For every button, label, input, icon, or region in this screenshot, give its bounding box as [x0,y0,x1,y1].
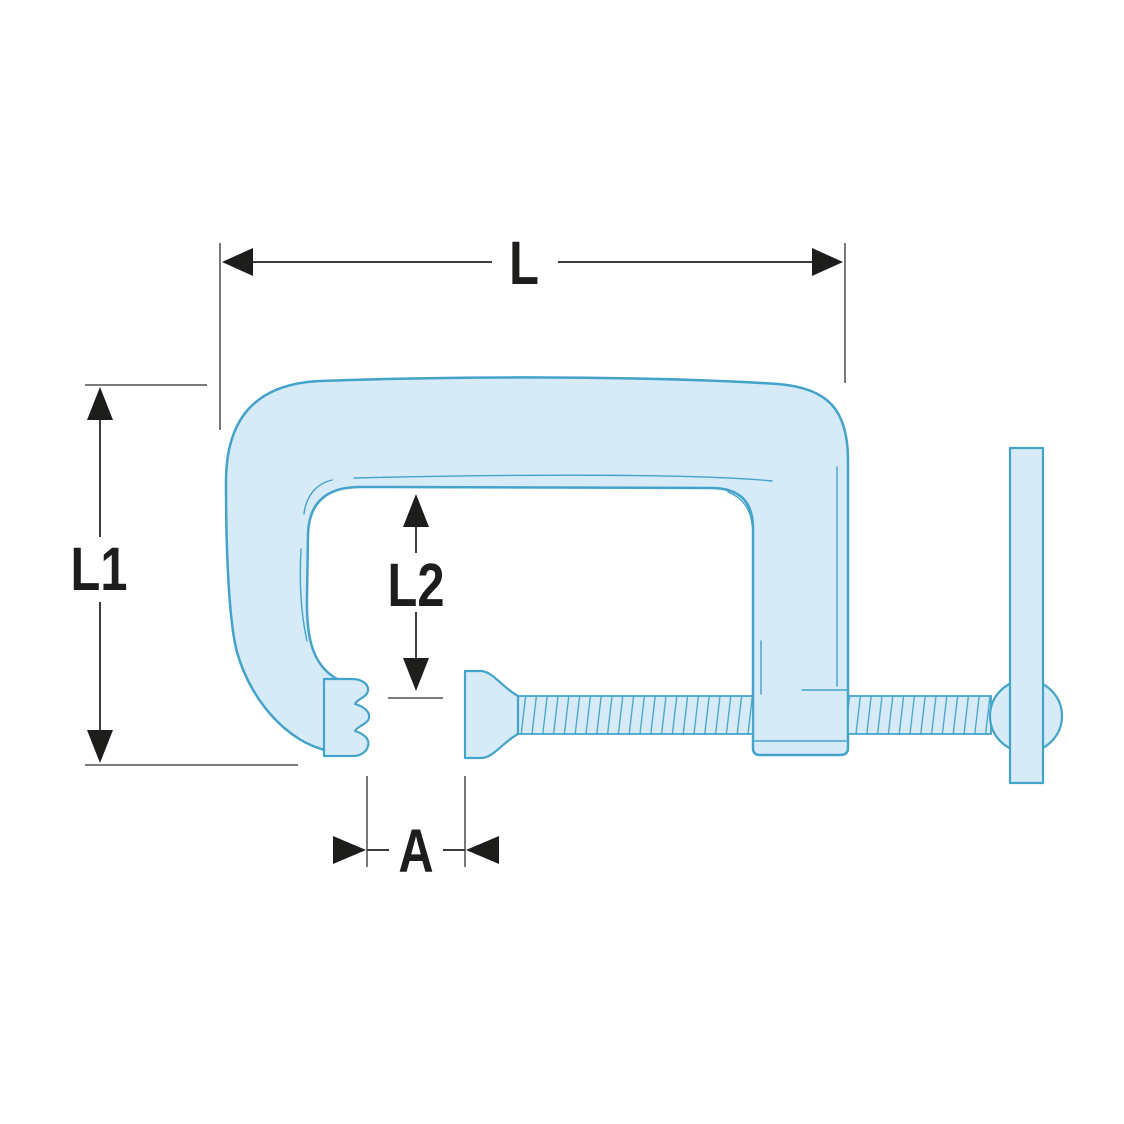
a-arrowhead-left-icon [333,836,366,864]
screw-thread-left [517,695,754,735]
accent-inner-top-right [727,491,753,526]
l1-arrowhead-down-icon [87,730,113,763]
l-arrowhead-left-icon [222,248,253,276]
dimension-label-l1: L1 [71,535,128,603]
dimension-l1: L1 [71,384,298,766]
accent-inner-top-left [303,479,333,515]
dimension-l2: L2 [388,494,445,699]
body-accent-lines [299,466,848,742]
a-arrowhead-right-icon [466,836,499,864]
screw-thread-right [847,695,992,735]
l-arrowhead-right-icon [812,248,843,276]
dimension-l: L [219,229,846,430]
dimension-label-l: L [509,229,539,297]
dimension-label-l2: L2 [388,551,445,619]
l1-arrowhead-up-icon [87,387,113,420]
accent-left-hook [299,548,308,642]
dimension-label-a: A [398,817,433,885]
fixed-jaw [322,677,371,758]
tommy-bar-handle [1008,446,1045,785]
clamp-body [224,376,850,757]
accent-inner-top [353,474,773,482]
swivel-pad [463,669,520,760]
dimension-a: A [333,776,499,885]
l2-arrowhead-up-icon [403,494,429,527]
l2-arrowhead-down-icon [403,658,429,691]
